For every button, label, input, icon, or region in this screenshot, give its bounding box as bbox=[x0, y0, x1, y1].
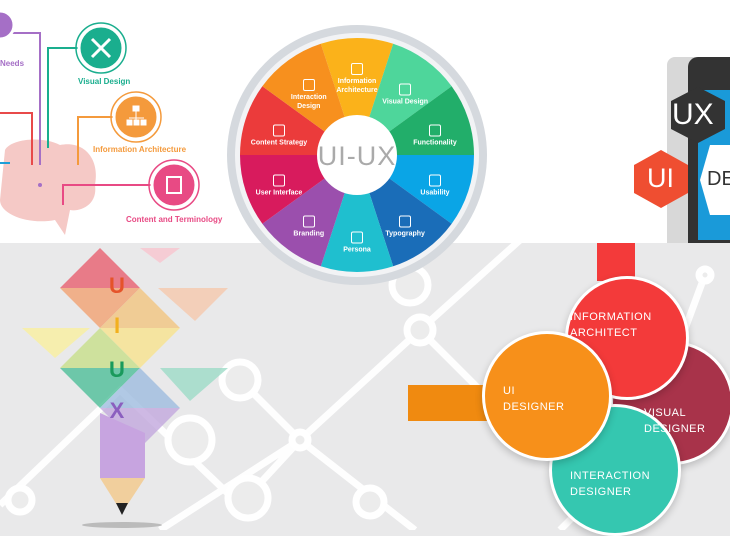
segment-icon bbox=[399, 83, 412, 96]
segment-icon bbox=[273, 124, 285, 137]
wheel-segment-label: Persona bbox=[343, 246, 371, 254]
wheel-segment-label: User Interface bbox=[255, 189, 303, 197]
label-visual-design: Visual Design bbox=[78, 77, 131, 86]
wheel-segment-item: Interaction Design bbox=[279, 78, 339, 111]
ui-hexagon bbox=[634, 150, 688, 208]
label-needs: Needs bbox=[0, 59, 25, 68]
content-terminology-icon bbox=[150, 161, 198, 209]
pencil-letter: I bbox=[113, 313, 121, 338]
segment-icon bbox=[302, 215, 315, 228]
wheel-segment-item: Functionality bbox=[405, 124, 465, 147]
ui-label: UI bbox=[647, 163, 674, 193]
pencil-letter: X bbox=[109, 398, 125, 423]
wheel-segment-label: Branding bbox=[293, 230, 325, 238]
uiux-pencil bbox=[22, 248, 228, 528]
role-label-line: UI bbox=[503, 385, 515, 397]
role-label-line: DESIGNER bbox=[503, 401, 565, 413]
wheel-segment-label: Information Architecture bbox=[336, 78, 378, 94]
role-label: UI DESIGNER bbox=[503, 383, 564, 415]
role-label: VISUAL DESIGNER bbox=[644, 405, 705, 437]
ui-ux-wheel bbox=[227, 25, 487, 285]
wheel-center bbox=[317, 115, 397, 195]
segment-icon bbox=[428, 124, 441, 137]
segment-icon bbox=[399, 215, 412, 228]
red-connector bbox=[597, 243, 635, 281]
wheel-segment-item: User Interface bbox=[249, 174, 309, 198]
wheel-segment-label: Usability bbox=[420, 189, 450, 197]
segment-icon bbox=[351, 63, 363, 75]
wheel-segment-item: Visual Design bbox=[375, 83, 435, 106]
wheel-segment-item: Persona bbox=[327, 231, 387, 255]
brain-diagram bbox=[0, 9, 200, 235]
segment-icon bbox=[351, 231, 363, 244]
segment-icon bbox=[302, 78, 315, 91]
wheel-center-label: UI-UX bbox=[317, 141, 397, 171]
wheel-segment bbox=[320, 38, 394, 155]
role-label-line: DESIGNER bbox=[644, 423, 706, 435]
wheel-segment-label: Content Strategy bbox=[250, 139, 308, 147]
wheel-segment-item: Typography bbox=[375, 215, 435, 239]
role-label-line: INFORMATION bbox=[570, 311, 652, 323]
role-label: INTERACTION DESIGNER bbox=[570, 468, 650, 500]
role-label-line: VISUAL bbox=[644, 407, 687, 419]
segment-icon bbox=[428, 174, 441, 187]
wheel-segment-item: Branding bbox=[279, 215, 339, 239]
wheel-segment-label: Functionality bbox=[413, 139, 457, 147]
role-label: INFORMATION ARCHITECT bbox=[570, 309, 652, 341]
wheel-segment-label: Typography bbox=[385, 230, 425, 238]
needs-icon bbox=[0, 9, 16, 41]
segment-icon bbox=[273, 174, 285, 187]
wheel-segment-item: Information Architecture bbox=[327, 63, 387, 95]
label-information-architecture: Information Architecture bbox=[93, 145, 187, 154]
ux-hexagon bbox=[671, 87, 725, 143]
wheel-segment bbox=[320, 155, 394, 272]
pencil-letter: U bbox=[109, 273, 125, 298]
role-circle bbox=[482, 331, 612, 461]
brain-icon bbox=[0, 139, 96, 235]
wheel-segment-label: Visual Design bbox=[382, 98, 429, 106]
pencil-letter: U bbox=[109, 357, 125, 382]
ux-label: UX bbox=[672, 98, 714, 131]
orange-connector bbox=[408, 385, 488, 421]
label-content-terminology: Content and Terminology bbox=[126, 215, 223, 224]
design-label: DE bbox=[707, 168, 730, 190]
role-label-line: ARCHITECT bbox=[570, 327, 638, 339]
wheel-segment-label: Interaction Design bbox=[290, 93, 327, 110]
wheel-segment-item: Content Strategy bbox=[249, 124, 309, 147]
role-label-line: INTERACTION bbox=[570, 470, 651, 482]
wheel-segment-item: Usability bbox=[405, 174, 465, 198]
role-label-line: DESIGNER bbox=[570, 486, 632, 498]
